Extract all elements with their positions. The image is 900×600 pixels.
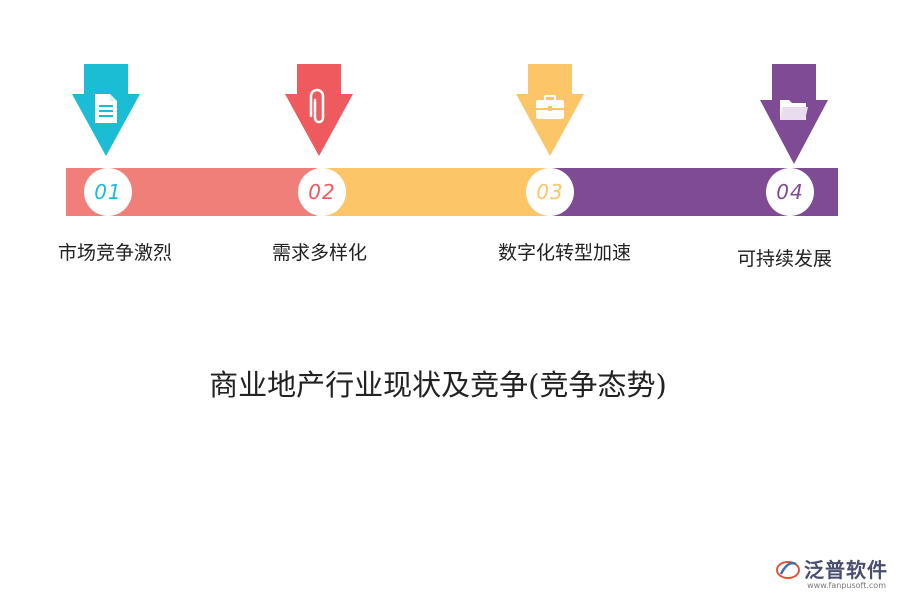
- step-1-label: 市场竞争激烈: [58, 242, 173, 264]
- document-icon: [95, 94, 117, 123]
- step-3-number-text: 03: [536, 180, 564, 204]
- logo-icon: [776, 560, 800, 579]
- step-4-arrow: [760, 64, 828, 164]
- logo-name: 泛普软件: [804, 558, 888, 582]
- timeline: 01 02 03 04 市场竞争激烈 需求多样化 数字化转型加速 可持续发展: [58, 64, 838, 270]
- step-2-number-text: 02: [308, 180, 336, 204]
- paperclip-icon: [309, 88, 325, 124]
- timeline-band-segment-2: [316, 168, 552, 216]
- step-1-number-text: 01: [94, 180, 122, 204]
- step-3-number: 03: [526, 168, 574, 216]
- folder-icon: [780, 100, 808, 120]
- step-3-arrow: [516, 64, 584, 156]
- step-1-number: 01: [84, 168, 132, 216]
- brand-logo: 泛普软件 www.fanpusoft.com: [776, 554, 888, 590]
- briefcase-icon: [536, 95, 564, 119]
- step-4-number: 04: [766, 168, 814, 216]
- step-2-number: 02: [298, 168, 346, 216]
- page-title: 商业地产行业现状及竞争(竞争态势): [209, 368, 667, 402]
- step-3-label: 数字化转型加速: [498, 242, 632, 264]
- step-2-label: 需求多样化: [272, 242, 368, 264]
- step-4-label: 可持续发展: [737, 248, 833, 270]
- step-2-arrow: [285, 64, 353, 156]
- step-1-arrow: [72, 64, 140, 156]
- logo-url: www.fanpusoft.com: [807, 581, 886, 590]
- step-4-number-text: 04: [776, 180, 804, 204]
